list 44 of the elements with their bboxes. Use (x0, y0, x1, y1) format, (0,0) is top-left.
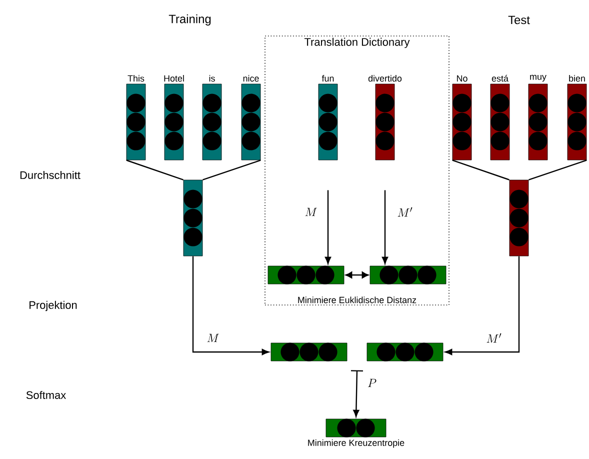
node-label: bien (569, 75, 585, 82)
node-label: divertido (368, 75, 402, 82)
row-label: Durchschnitt (20, 170, 80, 180)
node-label: está (492, 74, 508, 82)
vector-box (509, 180, 529, 256)
vector-box: No (452, 75, 472, 160)
node-label: No (457, 75, 468, 82)
node-label: is (209, 75, 215, 82)
edge-label: $M'$ (486, 333, 502, 343)
vector-box: está (490, 74, 510, 160)
edge-label: $M$ (207, 334, 219, 342)
vector-box: Minimiere Kreuzentropie (308, 418, 404, 448)
vector-box: muy (528, 74, 548, 160)
row-label: Projektion (30, 300, 77, 312)
vector-box (270, 342, 348, 362)
edge-label: $P$ (368, 378, 376, 388)
node-label: Hotel (164, 75, 184, 82)
edge-label: $M'$ (398, 207, 412, 217)
node-label: nice (243, 75, 259, 82)
arrow (445, 256, 520, 356)
vector-box: fun (318, 75, 338, 160)
vector-box (370, 266, 446, 284)
vector-box: This (126, 75, 146, 160)
vector-box (268, 266, 344, 284)
edge-label: $M$ (305, 208, 317, 216)
vector-box: bien (567, 75, 587, 160)
arrow (192, 256, 270, 356)
node-label: muy (530, 74, 546, 82)
arrow (324, 190, 332, 264)
vector-box (366, 342, 444, 362)
vector-box: Hotel (164, 75, 184, 160)
column-heading: Test (508, 16, 530, 24)
vector-box: nice (241, 75, 261, 160)
vector-box (183, 180, 203, 256)
arrow (350, 370, 363, 417)
arrow (346, 272, 368, 278)
vector-box: is (202, 75, 222, 160)
node-label: This (128, 75, 144, 82)
arrow (382, 190, 388, 264)
column-heading: Training (168, 14, 211, 26)
vector-box: divertido (368, 75, 402, 160)
node-label: Minimiere Kreuzentropie (308, 439, 404, 448)
node-label: fun (322, 75, 334, 82)
row-label: Softmax (26, 390, 66, 399)
